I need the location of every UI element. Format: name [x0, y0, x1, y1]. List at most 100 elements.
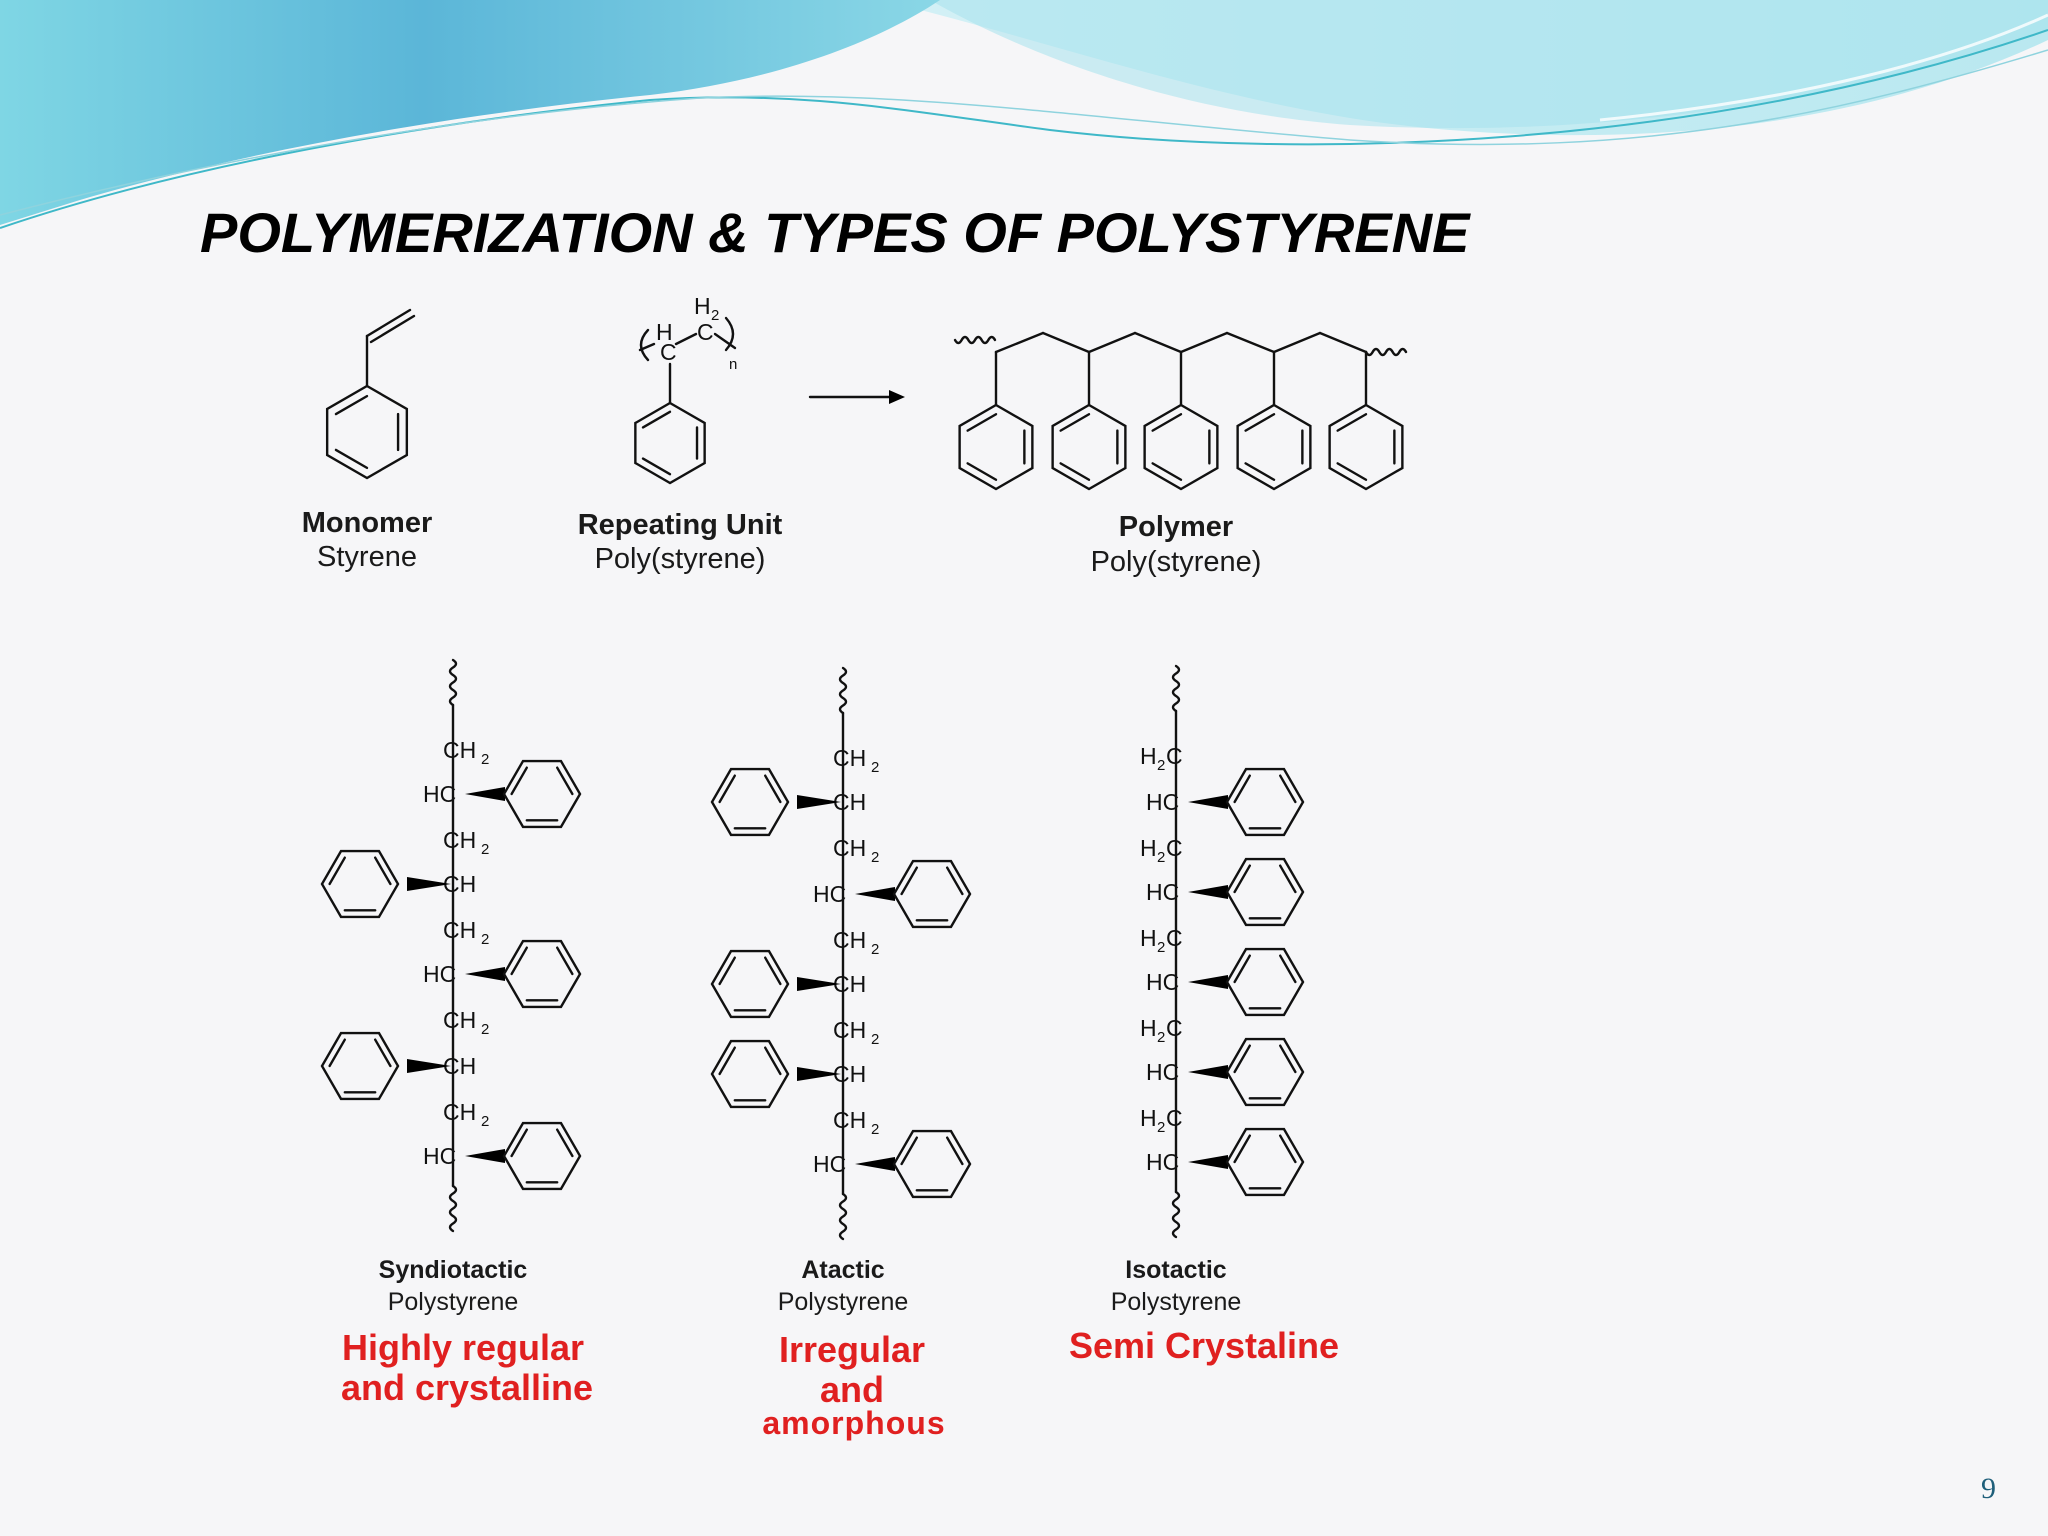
chain-benzene-right [892, 859, 972, 929]
ring-double-bond [1336, 413, 1368, 432]
atom-h: H [1140, 925, 1157, 951]
repeat-unit-subscript-2: 2 [711, 307, 719, 324]
styrene-benzene-ring [325, 384, 409, 480]
ring-double-bond [328, 856, 346, 886]
ring-double-bond [1233, 1134, 1252, 1164]
repeat-unit-c1: C [660, 339, 677, 365]
ring-double-bond [556, 946, 574, 976]
polymer-benzene-ring [1328, 403, 1404, 491]
ring-double-bond [718, 1046, 736, 1076]
atom-hc: HC [813, 1151, 846, 1177]
atom-hc: HC [1146, 879, 1179, 905]
atom-hc: HC [423, 781, 456, 807]
ring-double-bond [1233, 1044, 1252, 1074]
reaction-arrow-head [889, 390, 905, 404]
atom-subscript: 2 [871, 941, 879, 958]
chain-wedge-right [855, 1157, 895, 1171]
polymer-benzene-ring [1143, 403, 1219, 491]
chain-atom-label: HC [1146, 969, 1179, 995]
atom-hc: HC [1146, 1149, 1179, 1175]
atom-h: H [1140, 1015, 1157, 1041]
ring-double-bond [1244, 462, 1276, 481]
atom-subscript: 2 [871, 759, 879, 776]
chain-wedge-right [855, 887, 895, 901]
ring-double-bond [718, 774, 736, 804]
polymer-backbone-bond [1087, 331, 1137, 354]
ring-double-bond [1278, 954, 1297, 984]
chain-benzene-left [710, 1039, 790, 1109]
atom-subscript: 2 [871, 1031, 879, 1048]
atom-subscript: 2 [481, 1113, 489, 1130]
chain-atom-label: HC [1146, 789, 1179, 815]
syndiotactic-desc-2: and crystalline [341, 1367, 593, 1408]
repeat-unit-h2: H [694, 293, 711, 319]
atactic-desc-3: amorphous [762, 1405, 945, 1441]
ring-double-bond [1278, 864, 1297, 894]
chain-benzene-right [502, 1121, 582, 1191]
ring-outline [502, 939, 582, 1009]
atom-subscript: 2 [481, 1021, 489, 1038]
ring-outline [325, 384, 409, 480]
chain-benzene-right [1225, 857, 1305, 927]
atom-h: H [1140, 835, 1157, 861]
ring-outline [1225, 1037, 1305, 1107]
chain-wedge-left [407, 1059, 451, 1073]
ring-double-bond [510, 1128, 528, 1158]
ring-double-bond [1336, 462, 1368, 481]
ring-double-bond [334, 448, 369, 470]
chain-bottom-wavy [838, 1192, 848, 1241]
chain-atom-label: HC [1146, 1149, 1179, 1175]
atom-ch: CH [443, 917, 476, 943]
repeat-unit-right-bond [713, 332, 737, 350]
ring-outline [958, 403, 1034, 491]
atom-subscript: 2 [871, 849, 879, 866]
ring-outline [710, 767, 790, 837]
atom-hc: HC [1146, 1059, 1179, 1085]
atom-hc: HC [423, 1143, 456, 1169]
atom-subscript: 2 [481, 751, 489, 768]
polymer-backbone-bond [1318, 331, 1368, 354]
atom-h: H [1140, 1105, 1157, 1131]
tacticity-label: Atactic [801, 1256, 884, 1284]
chain-bottom-wavy [1171, 1190, 1181, 1239]
atom-c: C [1166, 835, 1183, 861]
chain-wedge-left [797, 1067, 841, 1081]
chain-wedge-right [465, 787, 505, 801]
repeat-unit-n: n [729, 356, 737, 373]
ring-double-bond [510, 766, 528, 796]
monomer-label: Monomer [302, 507, 433, 539]
polymer-backbone-bond [1272, 331, 1322, 354]
chain-wedge-right [1188, 1065, 1228, 1079]
chain-wedge-left [797, 795, 841, 809]
chain-wedge-left [407, 877, 451, 891]
atom-hc: HC [1146, 789, 1179, 815]
chain-atom-label: HC [1146, 1059, 1179, 1085]
monomer-name: Styrene [317, 541, 417, 573]
chain-benzene-right [892, 1129, 972, 1199]
ring-double-bond [1151, 413, 1183, 432]
ring-double-bond [900, 1136, 918, 1166]
polymer-benzene-ring [1236, 403, 1312, 491]
styrene-vinyl-bond [365, 308, 412, 338]
atactic-desc-2: and [820, 1369, 884, 1410]
chain-benzene-right [1225, 1037, 1305, 1107]
ring-outline [1236, 403, 1312, 491]
ring-double-bond [374, 1038, 392, 1068]
ring-double-bond [1233, 864, 1252, 894]
atom-subscript: 2 [1157, 1029, 1165, 1046]
ring-outline [1225, 947, 1305, 1017]
syndiotactic-desc-1: Highly regular [342, 1327, 584, 1368]
ring-double-bond [764, 1046, 782, 1076]
page-number: 9 [1981, 1472, 1996, 1505]
ring-double-bond [946, 866, 964, 896]
ring-outline [892, 1129, 972, 1199]
ring-double-bond [1059, 462, 1091, 481]
